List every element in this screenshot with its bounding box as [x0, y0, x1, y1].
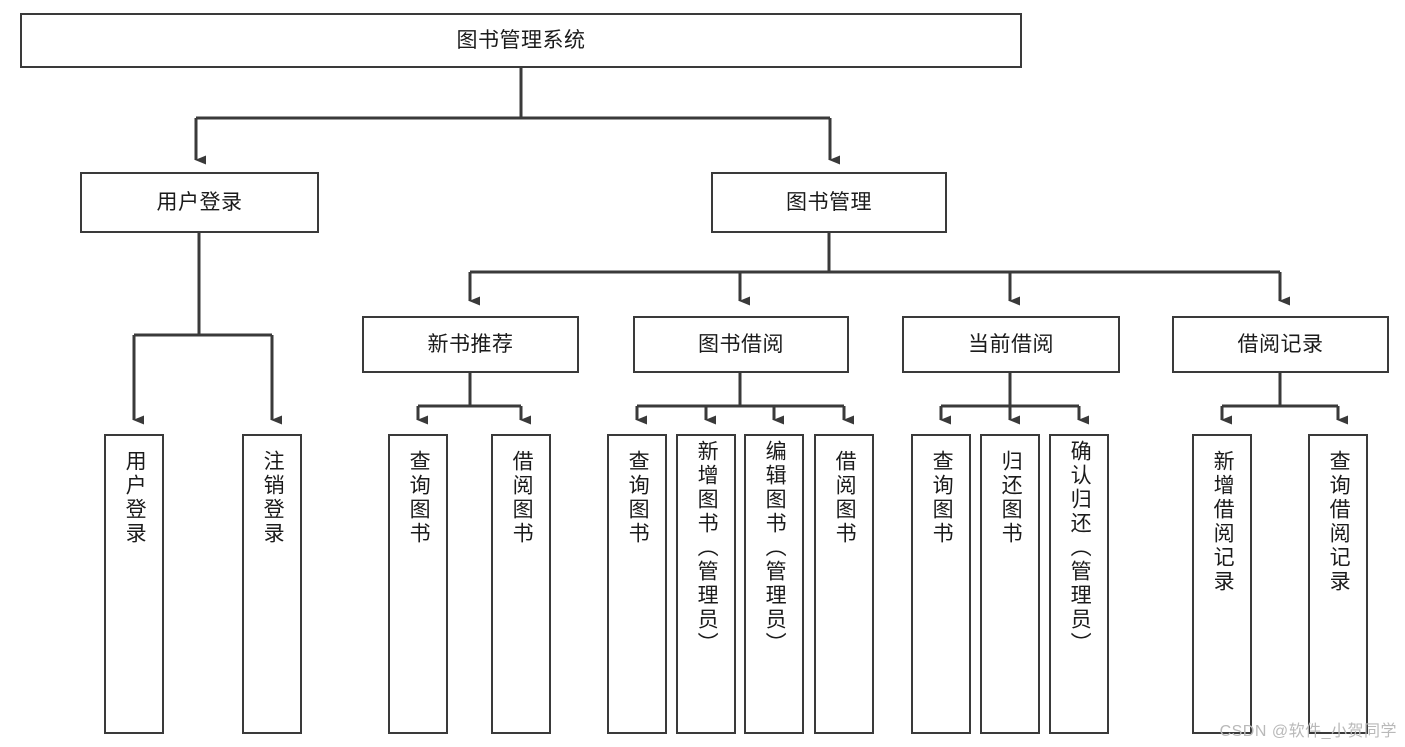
node-label: 新书推荐: [427, 332, 514, 356]
node-leaf-edit-book[interactable]: 编辑图书（管理员）: [744, 434, 804, 734]
node-label: 借阅记录: [1237, 332, 1324, 356]
node-borrow-record[interactable]: 借阅记录: [1172, 316, 1389, 373]
node-label: 编辑图书（管理员）: [763, 440, 787, 656]
node-leaf-add-record[interactable]: 新增借阅记录: [1192, 434, 1252, 734]
node-book-borrow[interactable]: 图书借阅: [633, 316, 849, 373]
node-leaf-return-book[interactable]: 归还图书: [980, 434, 1040, 734]
node-label: 新增借阅记录: [1211, 450, 1235, 594]
node-label: 当前借阅: [968, 332, 1054, 356]
node-leaf-confirm-return[interactable]: 确认归还（管理员）: [1049, 434, 1109, 734]
node-label: 借阅图书: [510, 450, 534, 546]
node-user-login[interactable]: 用户登录: [80, 172, 319, 233]
node-label: 归还图书: [999, 450, 1023, 546]
node-label: 确认归还（管理员）: [1068, 440, 1092, 656]
node-label: 图书借阅: [698, 332, 784, 356]
node-current-borrow[interactable]: 当前借阅: [902, 316, 1120, 373]
node-leaf-add-book[interactable]: 新增图书（管理员）: [676, 434, 736, 734]
node-new-book-recommend[interactable]: 新书推荐: [362, 316, 579, 373]
node-leaf-query-book-3[interactable]: 查询图书: [911, 434, 971, 734]
node-label: 注销登录: [261, 450, 285, 546]
node-book-manage[interactable]: 图书管理: [711, 172, 947, 233]
node-label: 查询图书: [407, 450, 431, 546]
node-leaf-query-book-1[interactable]: 查询图书: [388, 434, 448, 734]
node-label: 图书管理: [786, 190, 872, 214]
node-label: 查询图书: [626, 450, 650, 546]
node-leaf-user-login[interactable]: 用户登录: [104, 434, 164, 734]
node-leaf-logout[interactable]: 注销登录: [242, 434, 302, 734]
node-label: 借阅图书: [833, 450, 857, 546]
node-label: 新增图书（管理员）: [695, 440, 719, 656]
node-root-system[interactable]: 图书管理系统: [20, 13, 1022, 68]
node-label: 查询图书: [930, 450, 954, 546]
node-leaf-query-book-2[interactable]: 查询图书: [607, 434, 667, 734]
node-leaf-borrow-book-1[interactable]: 借阅图书: [491, 434, 551, 734]
node-label: 图书管理系统: [456, 28, 586, 52]
node-label: 查询借阅记录: [1327, 450, 1351, 594]
node-label: 用户登录: [156, 190, 243, 214]
node-label: 用户登录: [123, 450, 147, 546]
node-leaf-query-record[interactable]: 查询借阅记录: [1308, 434, 1368, 734]
node-leaf-borrow-book-2[interactable]: 借阅图书: [814, 434, 874, 734]
